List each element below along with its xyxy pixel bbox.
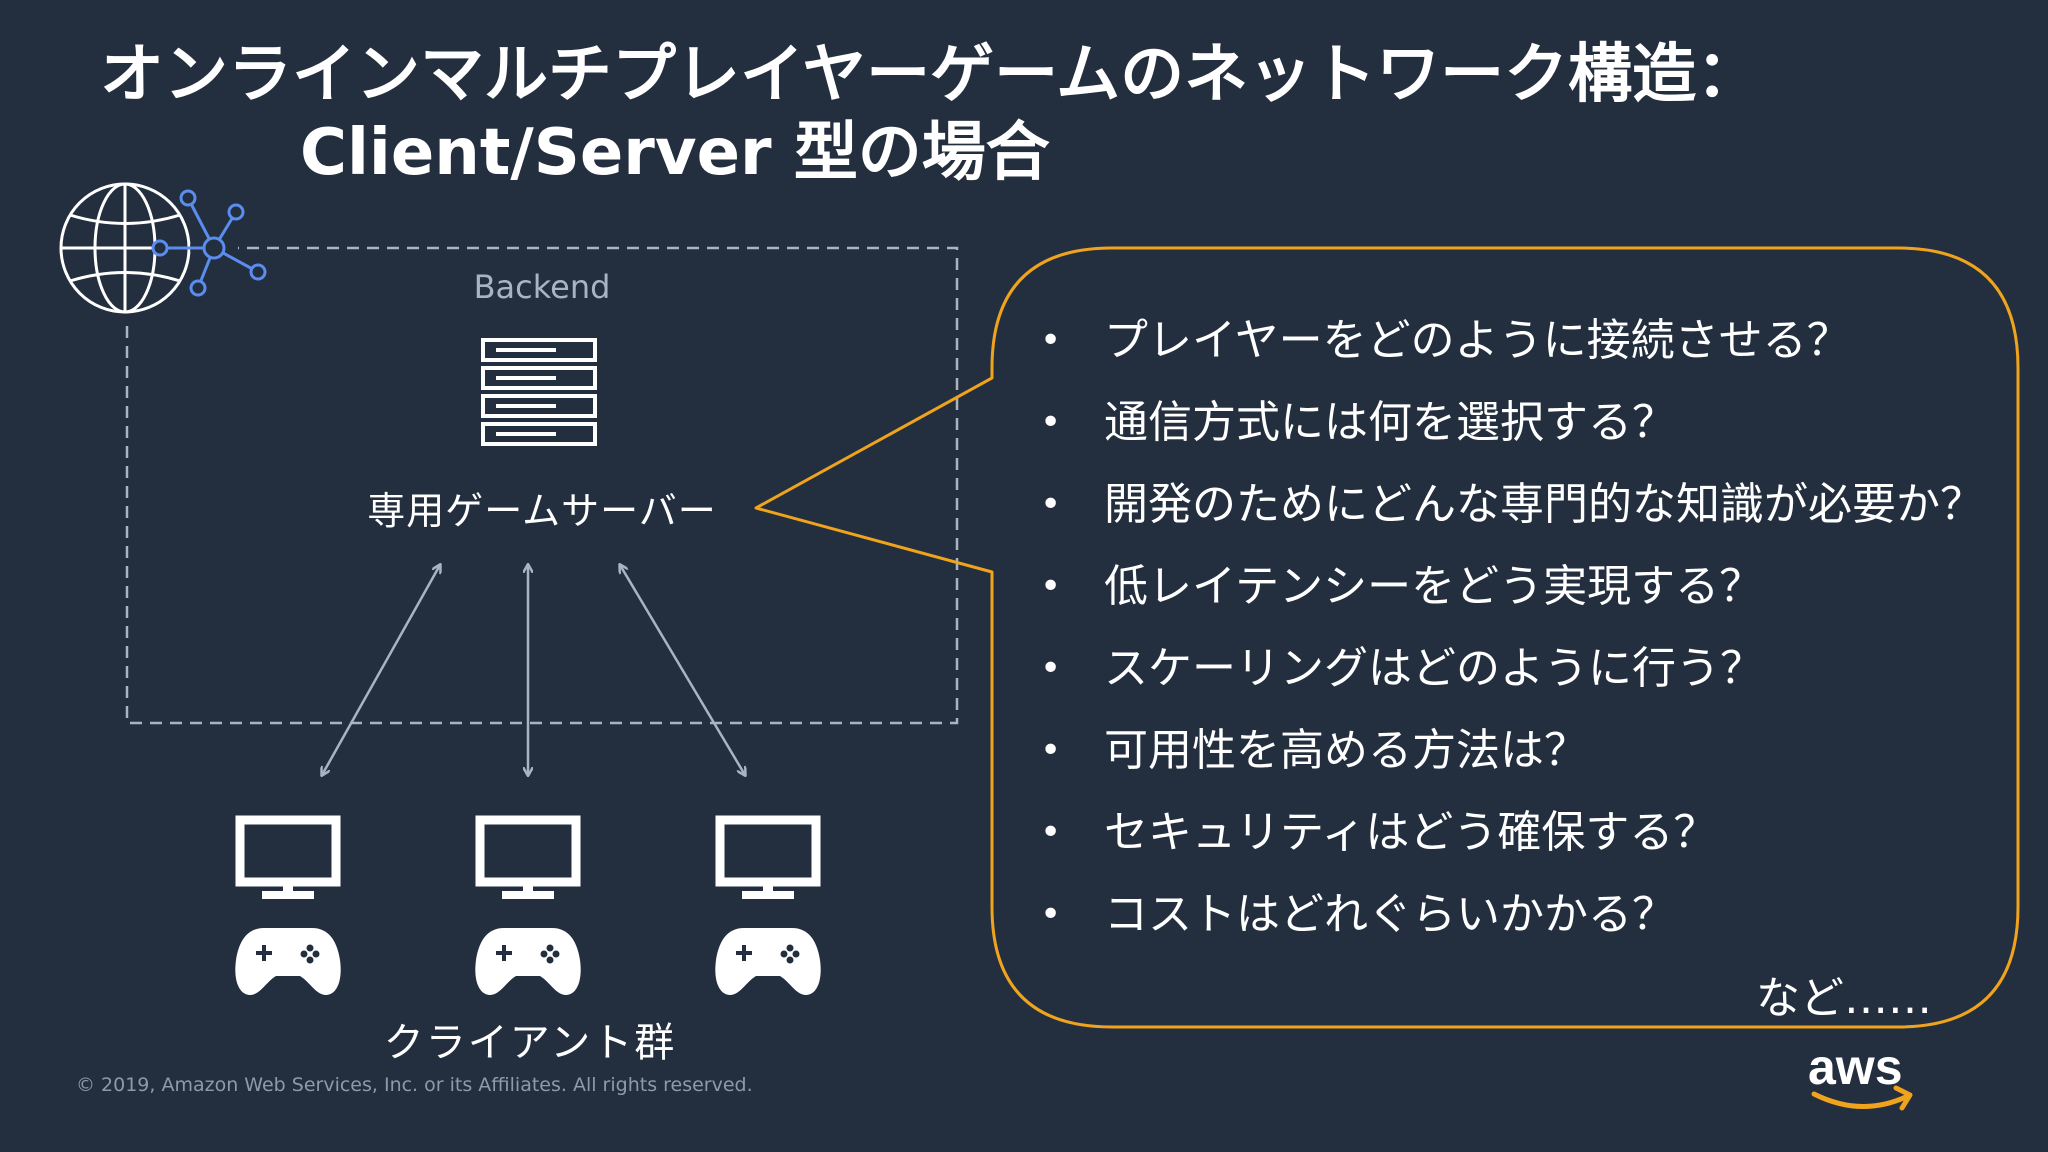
arrow-client-1 xyxy=(322,565,440,775)
aws-smile-arrow xyxy=(1893,1085,1913,1111)
client-1 xyxy=(235,815,341,995)
question-item: • 開発のためにどんな専門的な知識が必要か？ xyxy=(1030,464,2010,546)
gamepad-icon xyxy=(235,928,341,995)
question-text: セキュリティはどう確保する？ xyxy=(1104,807,1718,858)
question-speech-bubble xyxy=(754,246,2020,1029)
bullet-icon: • xyxy=(1040,894,1062,935)
clients-label: クライアント群 xyxy=(383,1020,677,1066)
question-item: • セキュリティはどう確保する？ xyxy=(1030,792,2010,874)
monitor-icon xyxy=(715,815,821,899)
question-item: • 低レイテンシーをどう実現する？ xyxy=(1030,546,2010,628)
question-text: 通信方式には何を選択する？ xyxy=(1104,397,1676,448)
question-item: • コストはどれぐらいかかる？ xyxy=(1030,874,2010,956)
question-list: • プレイヤーをどのように接続させる？ • 通信方式には何を選択する？ • 開発のため… xyxy=(1030,300,2010,956)
question-text: 可用性を高める方法は？ xyxy=(1104,725,1588,776)
server-label: 専用ゲームサーバー xyxy=(367,489,717,533)
bullet-icon: • xyxy=(1040,402,1062,443)
server-icon xyxy=(481,338,597,446)
bullet-icon: • xyxy=(1040,812,1062,853)
question-text: プレイヤーをどのように接続させる？ xyxy=(1104,315,1851,366)
question-item: • プレイヤーをどのように接続させる？ xyxy=(1030,300,2010,382)
arrow-client-3 xyxy=(620,565,745,775)
gamepad-icon xyxy=(475,928,581,995)
question-text: 低レイテンシーをどう実現する？ xyxy=(1104,561,1764,612)
aws-logo: aws xyxy=(1808,1039,1903,1095)
monitor-icon xyxy=(475,815,581,899)
question-text: スケーリングはどのように行う？ xyxy=(1104,643,1764,694)
monitor-icon xyxy=(235,815,341,899)
question-item: • 可用性を高める方法は？ xyxy=(1030,710,2010,792)
backend-boundary xyxy=(125,246,959,725)
backend-label: Backend xyxy=(473,268,611,306)
bullet-icon: • xyxy=(1040,484,1062,525)
slide-title: オンラインマルチプレイヤーゲームのネットワーク構造： Client/Server… xyxy=(100,36,1760,192)
client-3 xyxy=(715,815,821,995)
bullet-icon: • xyxy=(1040,566,1062,607)
aws-smile-icon xyxy=(1811,1091,1911,1109)
copyright-notice: © 2019, Amazon Web Services, Inc. or its… xyxy=(76,1074,753,1096)
bullet-icon: • xyxy=(1040,730,1062,771)
gamepad-icon xyxy=(715,928,821,995)
question-text: コストはどれぐらいかかる？ xyxy=(1104,889,1676,940)
questions-etc: など…… xyxy=(1756,973,1932,1024)
question-text: 開発のためにどんな専門的な知識が必要か？ xyxy=(1104,479,1984,530)
question-item: • スケーリングはどのように行う？ xyxy=(1030,628,2010,710)
bullet-icon: • xyxy=(1040,648,1062,689)
bullet-icon: • xyxy=(1040,320,1062,361)
question-item: • 通信方式には何を選択する？ xyxy=(1030,382,2010,464)
globe-network-icon xyxy=(55,175,267,325)
title-line-2: Client/Server 型の場合 xyxy=(300,116,1050,190)
client-2 xyxy=(475,815,581,995)
title-line-1: オンラインマルチプレイヤーゲームのネットワーク構造： xyxy=(100,38,1761,112)
